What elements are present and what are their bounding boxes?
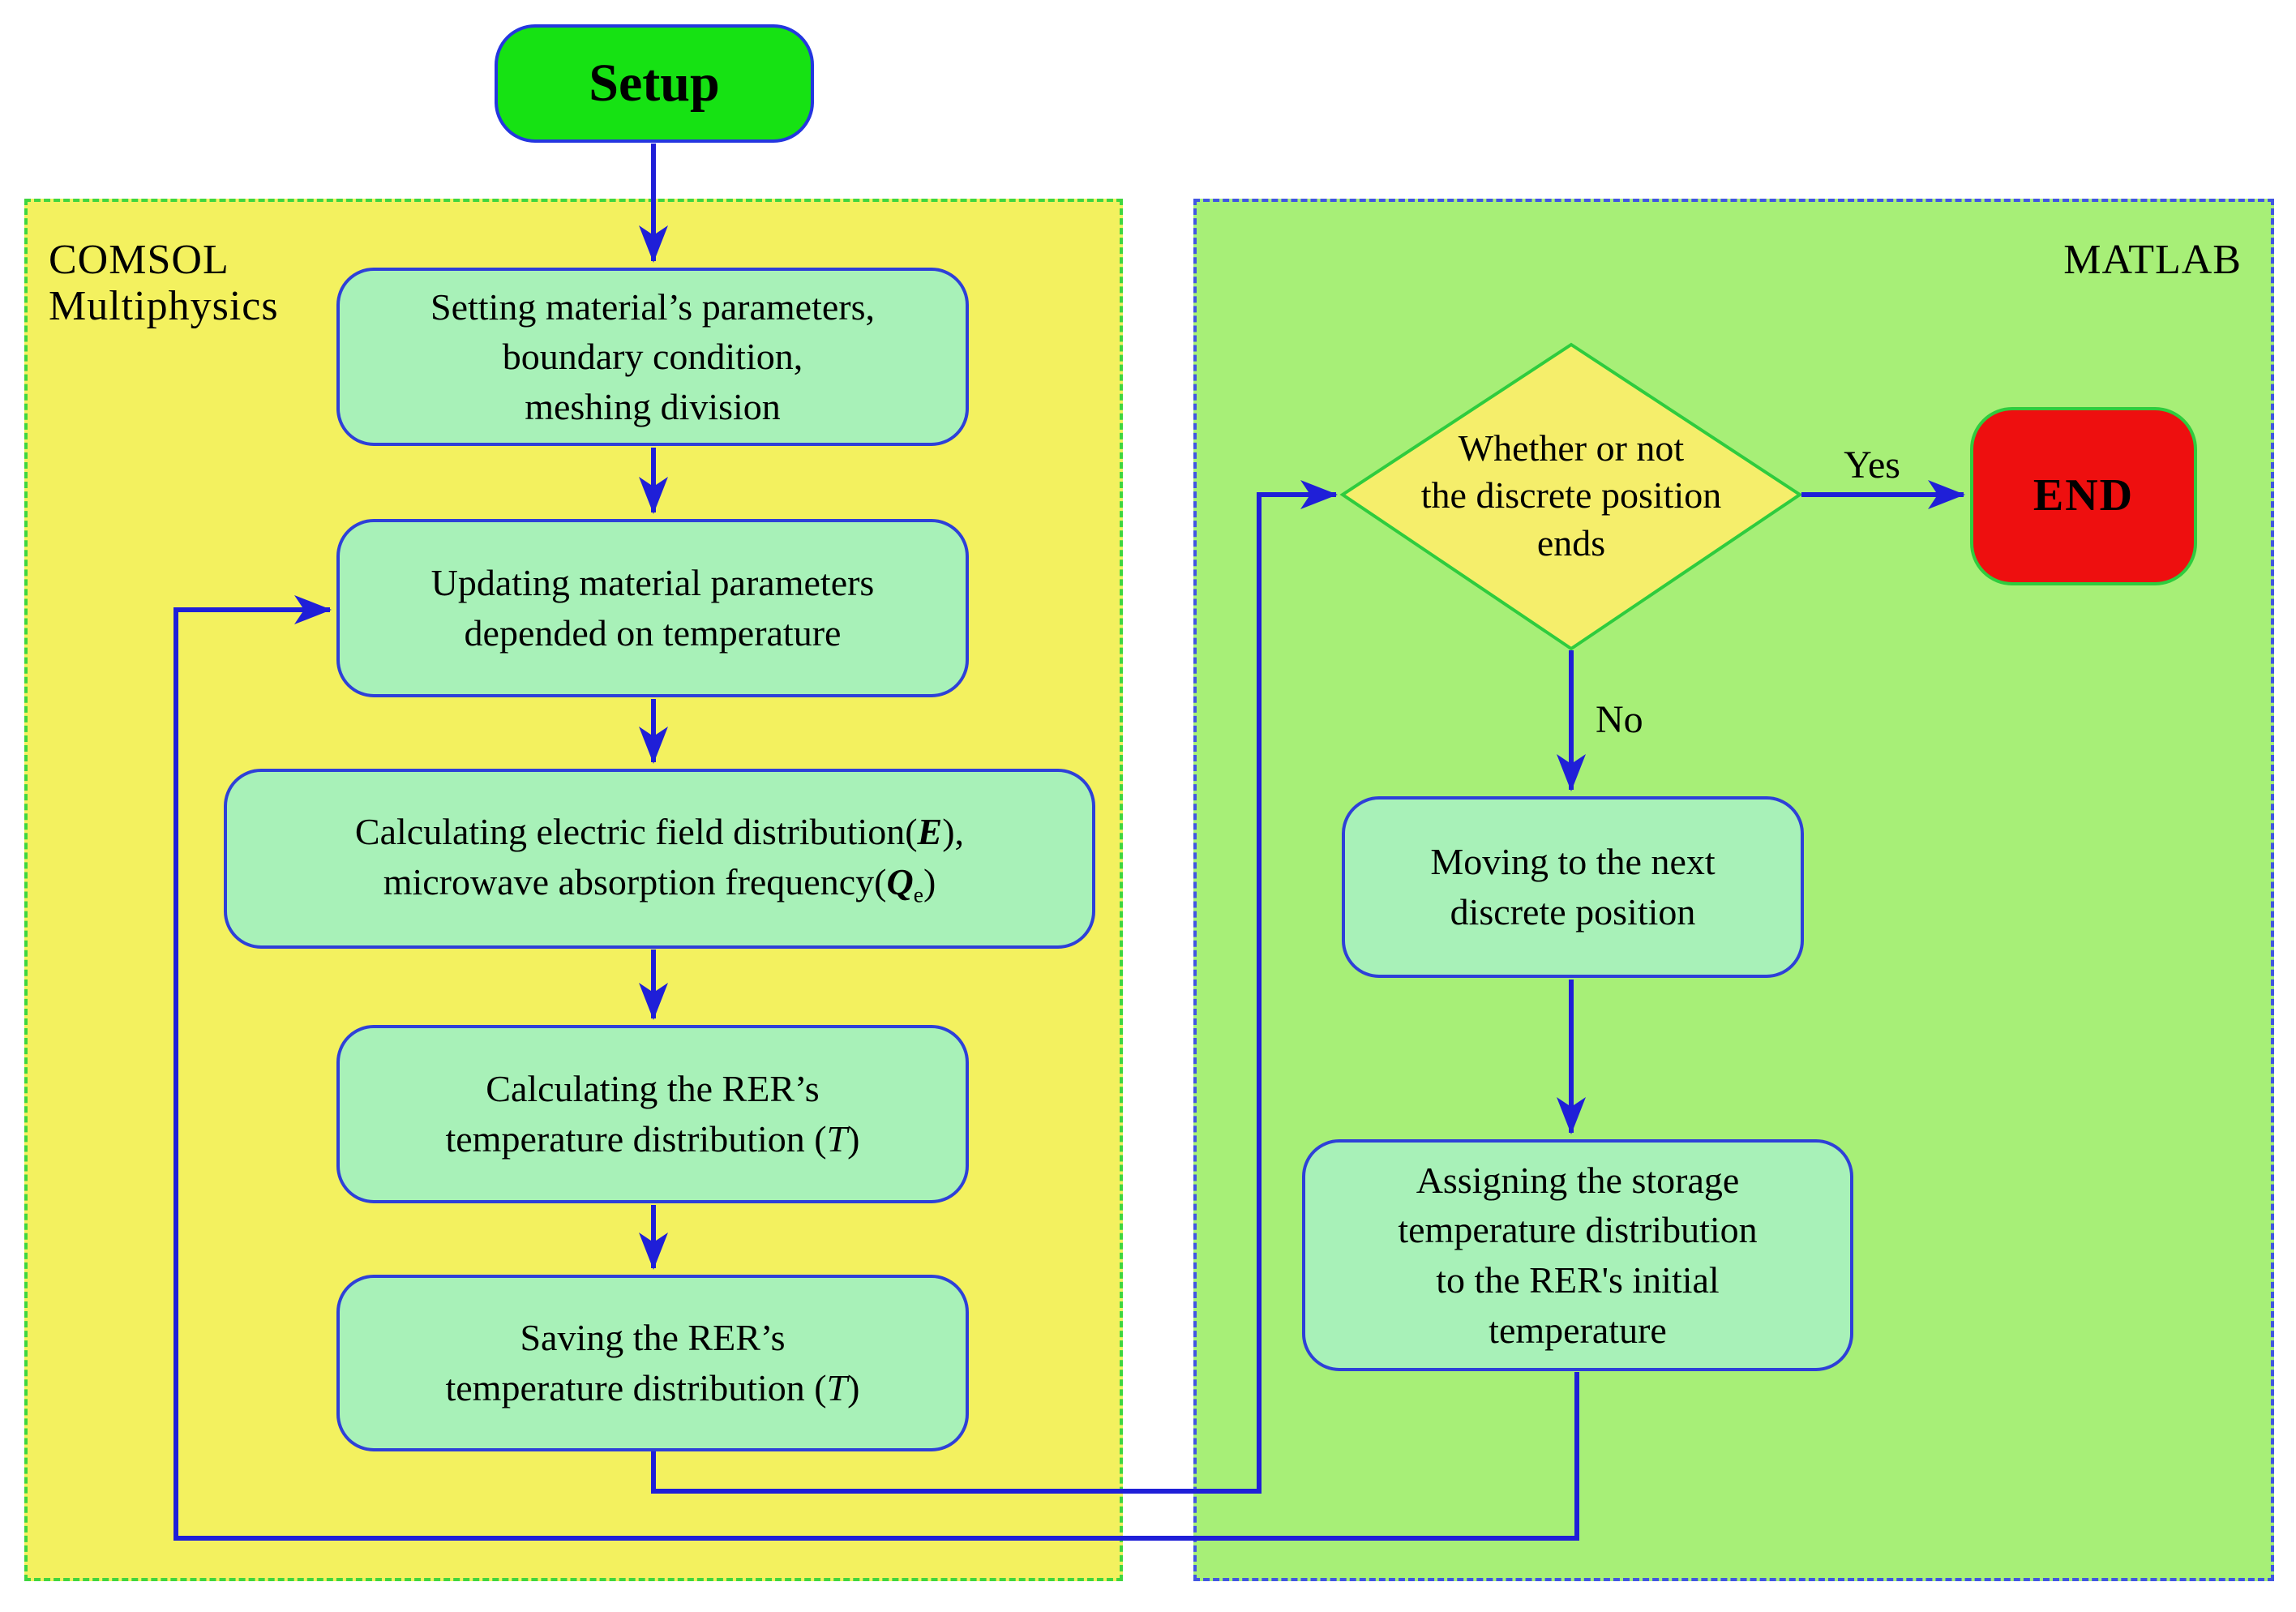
yes-branch-label: Yes [1844,444,1900,487]
no-branch-label: No [1596,698,1643,741]
matlab-region-label: MATLAB [2063,237,2242,283]
setting-parameters-node: Setting material’s parameters,boundary c… [336,268,969,446]
calculating-field-node: Calculating electric field distribution(… [224,769,1095,949]
end-node: END [1970,407,2197,585]
setup-node: Setup [495,24,814,143]
